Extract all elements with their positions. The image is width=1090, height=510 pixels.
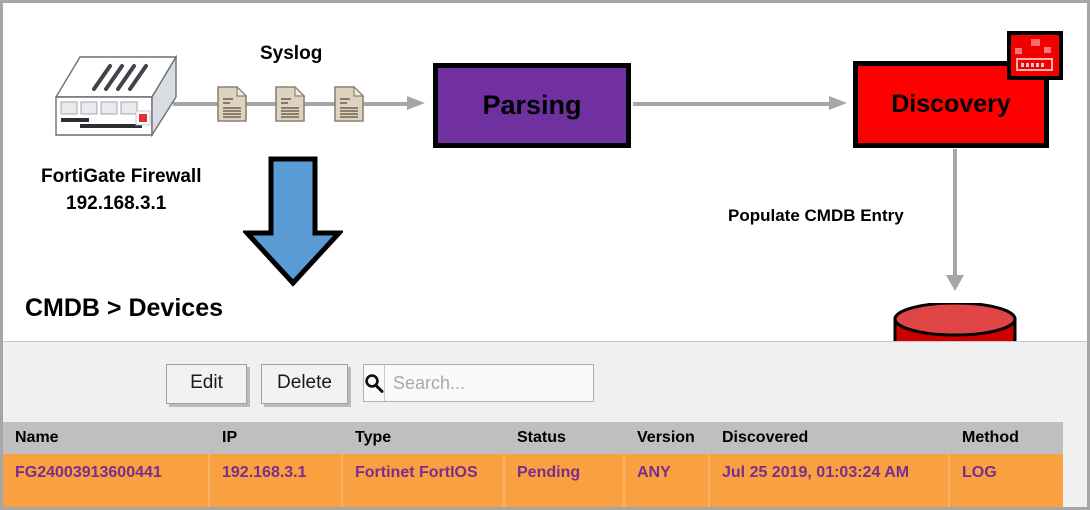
cell-status: Pending: [505, 454, 625, 507]
column-header-ip[interactable]: IP: [222, 429, 238, 446]
populate-cmdb-label: Populate CMDB Entry: [728, 206, 904, 225]
cell-type: Fortinet FortIOS: [343, 454, 505, 507]
section-title: CMDB > Devices: [25, 294, 223, 322]
document-icon: [333, 85, 365, 123]
cell-method: LOG: [962, 464, 997, 481]
firewall-appliance: [36, 49, 196, 159]
column-header-name[interactable]: Name: [15, 429, 59, 446]
devices-panel: Edit Delete Name IP Type Status Version: [3, 341, 1087, 507]
red-screenshot-thumbnail-icon: [1007, 31, 1063, 80]
cell-discovered: Jul 25 2019, 01:03:24 AM: [710, 454, 950, 507]
arrowhead-to-parsing: [407, 96, 425, 110]
table-header-row: Name IP Type Status Version Discovered M…: [3, 422, 1063, 454]
cell-ip: 192.168.3.1: [210, 454, 343, 507]
connector-discovery-to-cmdb: [953, 149, 957, 279]
column-header-type[interactable]: Type: [355, 429, 392, 446]
table-row[interactable]: FG24003913600441 192.168.3.1 Fortinet Fo…: [3, 454, 1063, 507]
connector-parsing-to-discovery: [633, 102, 835, 106]
search-box[interactable]: [363, 364, 627, 402]
edit-button[interactable]: Edit: [166, 364, 247, 404]
discovery-label: Discovery: [891, 90, 1011, 118]
device-label-ip: 192.168.3.1: [66, 193, 167, 214]
table-toolbar: Edit Delete: [3, 342, 1087, 422]
architecture-diagram: FortiGate Firewall 192.168.3.1 Syslog: [3, 3, 1087, 401]
arrowhead-to-cmdb: [946, 275, 964, 291]
cell-version: ANY: [625, 454, 710, 507]
column-header-method[interactable]: Method: [962, 429, 1019, 446]
syslog-label: Syslog: [260, 43, 323, 64]
search-input[interactable]: [385, 371, 627, 395]
document-icon: [216, 85, 248, 123]
delete-button[interactable]: Delete: [261, 364, 348, 404]
parsing-box: Parsing: [433, 63, 631, 148]
column-header-status[interactable]: Status: [517, 429, 566, 446]
cell-name: FG24003913600441: [3, 454, 210, 507]
parsing-label: Parsing: [482, 90, 582, 120]
column-header-discovered[interactable]: Discovered: [722, 429, 809, 446]
arrowhead-to-discovery: [829, 96, 847, 110]
down-arrow-icon: [241, 155, 345, 287]
firewall-appliance-icon: [54, 54, 178, 138]
column-header-version[interactable]: Version: [637, 429, 695, 446]
search-icon: [364, 365, 385, 401]
device-label-name: FortiGate Firewall: [41, 166, 202, 187]
devices-table: Name IP Type Status Version Discovered M…: [3, 422, 1063, 507]
document-icon: [274, 85, 306, 123]
